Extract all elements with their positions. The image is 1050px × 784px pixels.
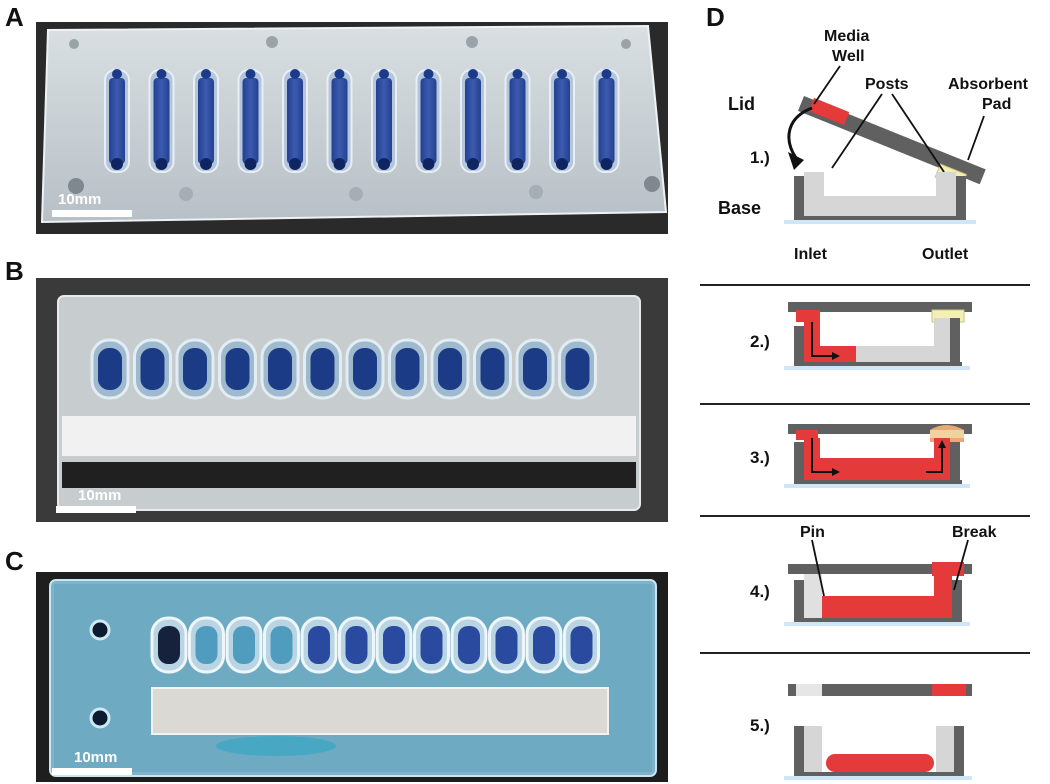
step-3-diagram <box>784 424 972 488</box>
well-b <box>515 338 555 400</box>
pin-label: Pin <box>800 524 825 541</box>
scale-bar-a <box>52 210 132 217</box>
panel-a-device <box>40 24 668 224</box>
channel-a <box>193 69 219 173</box>
divider-1 <box>700 284 1030 286</box>
step-2-diagram <box>784 302 972 370</box>
scale-label-b: 10mm <box>78 487 122 504</box>
panel-d-letter: D <box>706 2 725 32</box>
channel-a <box>326 69 353 173</box>
well-c <box>375 616 413 674</box>
panel-a-photo <box>36 22 668 234</box>
panel-c-letter: C <box>5 546 24 576</box>
channel-a <box>415 69 442 173</box>
channel-a <box>104 69 130 173</box>
channel-a <box>282 69 308 173</box>
break-label: Break <box>952 524 997 541</box>
panel-c-photo <box>36 572 668 782</box>
well-c <box>263 616 300 674</box>
outlet-label: Outlet <box>922 246 969 263</box>
scale-bar-b <box>56 506 136 513</box>
well-b <box>388 338 427 400</box>
step-4-diagram <box>784 539 972 626</box>
panel-c-device <box>49 579 657 777</box>
pad-label: Pad <box>982 96 1012 113</box>
panel-b-photo <box>36 278 668 522</box>
panel-b-device <box>57 295 641 511</box>
channel-a <box>371 69 397 173</box>
well-c <box>188 616 225 674</box>
divider-4 <box>700 652 1030 654</box>
well-c <box>525 616 563 674</box>
posts-label: Posts <box>865 76 909 93</box>
channel-a <box>237 69 264 173</box>
well-c <box>488 616 525 674</box>
well-b <box>90 338 130 400</box>
media-well-label-1: Media <box>824 28 870 45</box>
well-b <box>218 338 257 400</box>
panel-b-letter: B <box>5 256 24 286</box>
well-b <box>430 338 470 400</box>
scale-label-a: 10mm <box>58 191 102 208</box>
inlet-label: Inlet <box>794 246 827 263</box>
well-c <box>150 616 188 674</box>
step-4-label: 4.) <box>750 582 770 601</box>
step-2-label: 2.) <box>750 332 770 351</box>
channel-a <box>549 69 575 173</box>
well-b <box>345 338 385 400</box>
step-5-diagram <box>784 684 972 780</box>
lid-label: Lid <box>728 94 755 114</box>
base-label: Base <box>718 198 762 218</box>
scale-label-c: 10mm <box>74 749 118 766</box>
channel-a <box>593 69 620 173</box>
well-c <box>563 616 600 674</box>
well-b <box>133 338 172 400</box>
panel-a-letter: A <box>5 2 24 32</box>
step-3-label: 3.) <box>750 448 770 467</box>
absorbent-label: Absorbent <box>948 76 1028 93</box>
step-1-label: 1.) <box>750 148 770 167</box>
well-c <box>300 616 338 674</box>
channel-a <box>460 69 486 173</box>
well-c <box>450 616 488 674</box>
well-b <box>558 338 597 400</box>
well-c <box>225 616 263 674</box>
scale-bar-c <box>52 768 132 775</box>
step-5-label: 5.) <box>750 716 770 735</box>
well-c <box>338 616 375 674</box>
well-b <box>175 338 215 400</box>
channel-a <box>148 69 175 173</box>
divider-2 <box>700 403 1030 405</box>
well-c <box>413 616 450 674</box>
well-b <box>303 338 342 400</box>
media-well-label-2: Well <box>832 48 865 65</box>
well-b <box>260 338 300 400</box>
channel-a <box>504 69 531 173</box>
divider-3 <box>700 515 1030 517</box>
well-b <box>473 338 512 400</box>
